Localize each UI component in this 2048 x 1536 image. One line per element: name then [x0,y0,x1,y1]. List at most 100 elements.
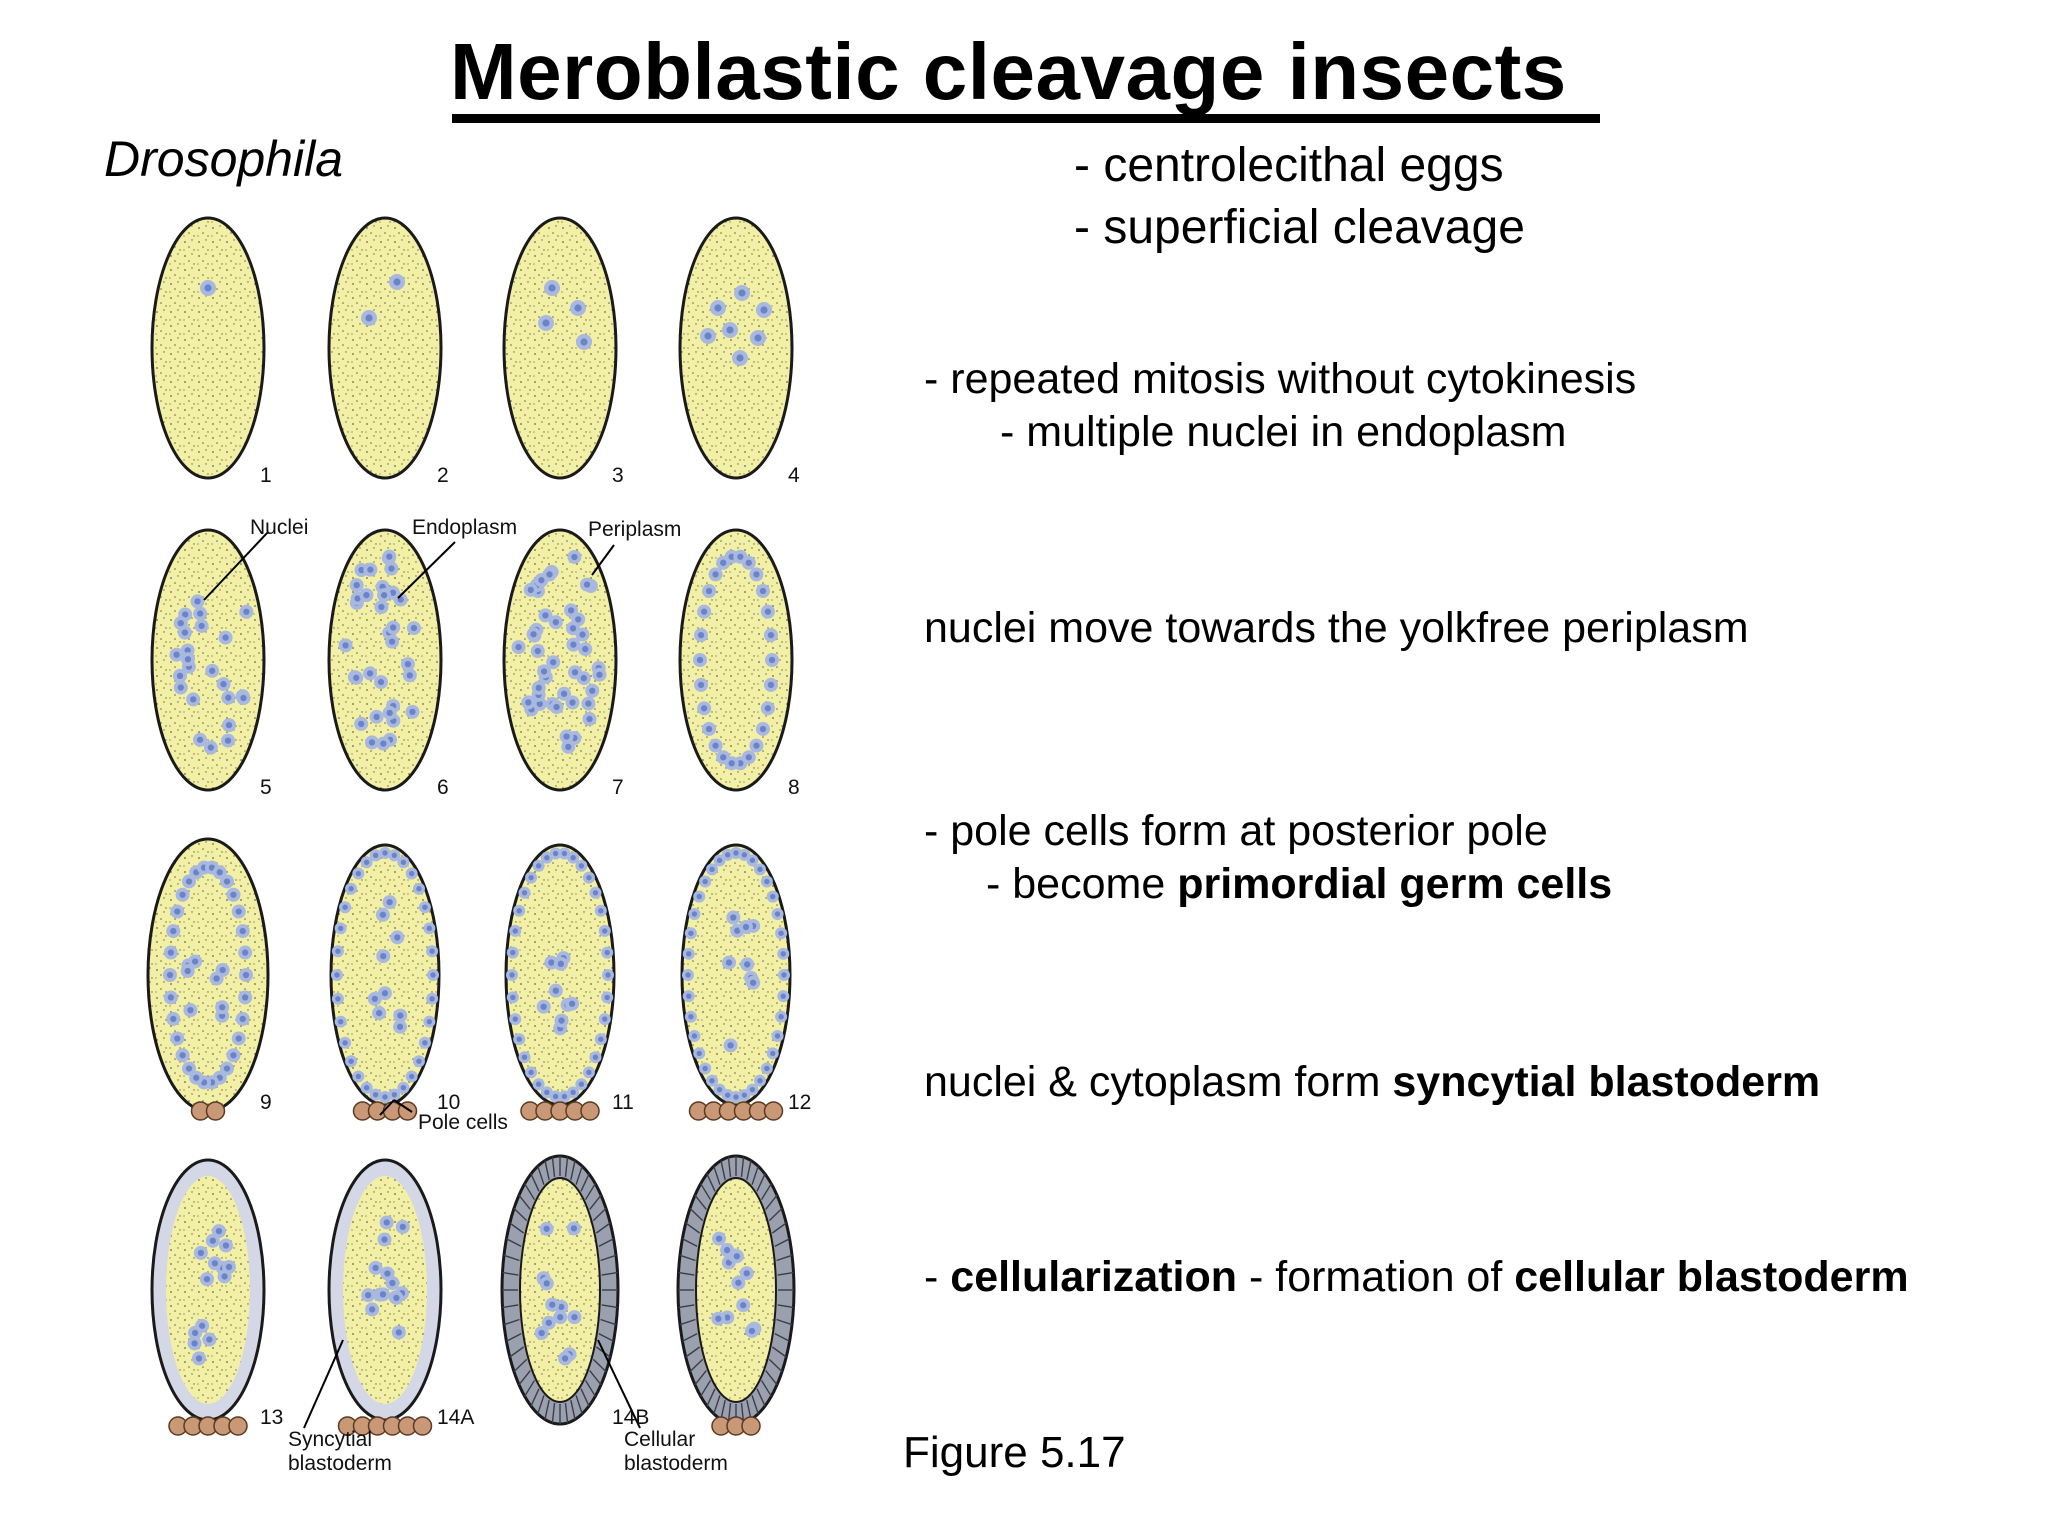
nucleus-core [574,304,582,312]
nucleus-core [198,1322,206,1329]
nucleus-core [510,949,516,956]
bullet-cleavage-type: - superficial cleavage [1074,201,1525,254]
nucleus-core [709,866,715,873]
cell-boundary [751,1395,759,1415]
nucleus-core [571,669,579,676]
nucleus-core [748,1327,756,1335]
cell-boundary [551,1157,556,1178]
cell-boundary [776,1254,793,1262]
nucleus-core [365,314,373,322]
nucleus-core [543,1225,550,1232]
nucleus-core [224,737,232,744]
nucleus-core [602,1016,608,1022]
nucleus-core [691,1033,698,1039]
figure-caption: Figure 5.17 [903,1428,1126,1477]
nucleus-core [393,278,401,286]
nucleus-core [416,886,422,892]
nucleus-core [598,1036,604,1042]
nucleus-core [764,705,772,712]
nucleus-core [174,908,181,915]
nucleus-core [230,1052,237,1059]
nucleus-core [191,1340,198,1347]
cell-boundary [720,1160,726,1181]
nucleus-core [207,744,214,751]
nucleus-core [184,656,192,663]
nucleus-core [561,1355,569,1362]
nucleus-core [174,1035,181,1042]
nucleus-core [230,891,237,898]
bullet-syncytial: nuclei & cytoplasm form syncytial blasto… [924,1058,1820,1107]
pole-cell [741,1416,761,1436]
nucleus-core [536,700,543,708]
nucleus-core [422,1040,428,1046]
nucleus-core [223,878,231,885]
pole-cells-pointer-a [379,1099,395,1116]
cell-boundary [544,1399,550,1420]
embryo-stage-12 [680,843,792,1121]
nucleus-core [221,1273,228,1280]
cell-boundary [502,1304,519,1309]
stage-number-5: 5 [260,776,272,799]
cell-boundary [513,1358,528,1373]
nucleus-core [553,703,560,711]
nucleus-core [388,565,395,572]
nucleus-core [570,1225,578,1232]
embryo-stage-14b-cellular [500,1154,620,1426]
nucleus-core [741,852,748,858]
label-cellular-1: Cellular [624,1428,695,1451]
nucleus-core [778,1014,784,1020]
nucleus-core [379,1291,387,1298]
cell-bold-2: cellular blastoderm [1514,1253,1909,1301]
nucleus-core [535,863,542,869]
cell-boundary [768,1207,783,1222]
cell-mid: - formation of [1237,1253,1515,1301]
bullet-pole-cells: - pole cells form at posterior pole [924,807,1548,855]
nucleus-core [552,850,559,857]
nucleus-core [582,645,589,653]
nucleus-core [354,595,361,602]
nucleus-core [185,878,193,885]
cell-boundary [570,1160,576,1181]
nucleus-core [380,952,387,960]
cell-boundary [598,1333,614,1342]
nucleus-core [400,859,407,865]
nucleus-core [545,1319,552,1326]
cell-boundary [509,1346,525,1358]
nucleus-core [728,553,735,560]
nucleus-core [512,928,518,934]
nucleus-core [780,993,786,999]
nucleus-core [712,742,719,749]
stage-number-1: 1 [260,464,272,487]
nucleus-core [399,1223,406,1231]
cell-boundary [756,1388,766,1407]
nucleus-core [220,680,227,688]
nucleus-core [757,1077,763,1084]
nucleus-core [724,1092,731,1098]
nucleus-core [386,553,393,560]
cell-boundary [601,1271,618,1276]
nucleus-core [177,619,184,627]
organism-name: Drosophila [104,131,344,187]
label-syncytial-1: Syncytial [288,1428,372,1451]
nucleus-core [391,1091,398,1098]
nucleus-core [410,624,418,632]
nucleus-core [734,927,741,934]
nucleus-core [552,987,559,994]
nucleus-core [728,760,735,767]
cell-boundary [592,1358,607,1373]
nucleus-core [353,582,360,589]
nucleus-core [376,1009,383,1017]
cell-boundary [564,1402,569,1423]
nucleus-core [700,608,708,615]
nucleus-core [176,672,184,680]
nucleus-core [353,674,360,681]
nucleus-core [400,1085,407,1091]
embryo-figure: Nuclei Endoplasm Periplasm Pole cells Sy… [146,216,811,1475]
cell-boundary [595,1222,611,1234]
nucleus-core [388,638,396,645]
cell-boundary [776,1318,793,1326]
nucleus-core [209,1237,216,1244]
nucleus-core [358,720,365,728]
nucleus-core [743,1270,750,1277]
nucleus-core [342,1040,348,1046]
